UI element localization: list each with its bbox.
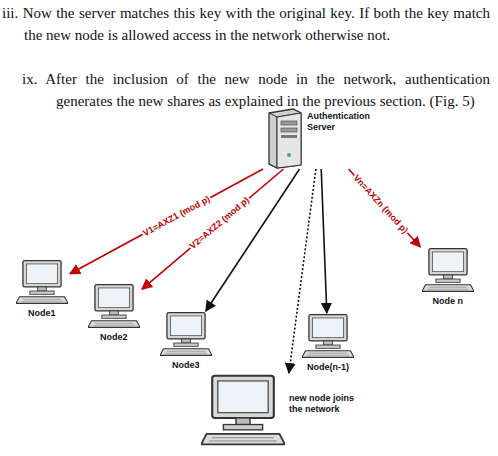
node-label: new node joins the network (289, 393, 367, 415)
node-label: Node n (433, 296, 464, 307)
edge-label: Vn=AXZn (mod p) (351, 172, 411, 236)
body-paragraph: iii. Now the server matches this key wit… (24, 2, 490, 46)
node-label: Node(n-1) (307, 362, 349, 373)
computer-node: Node2 (86, 283, 142, 343)
computer-icon (16, 259, 68, 305)
computer-node: Node n (420, 247, 476, 307)
computer-icon (302, 313, 354, 359)
computer-icon (201, 373, 285, 447)
computer-icon (88, 283, 140, 329)
server-icon (263, 107, 303, 169)
connector-line (70, 169, 263, 274)
connector-line (321, 169, 327, 313)
node-label: Node3 (172, 360, 200, 371)
computer-node: Node(n-1) (300, 313, 356, 373)
computer-node: Node3 (158, 311, 214, 371)
computer-node: new node joins the network (201, 373, 367, 447)
node-label: Authentication Server (307, 111, 377, 133)
computer-icon (160, 311, 212, 357)
server-node: Authentication Server (263, 107, 377, 169)
computer-node: Node1 (14, 259, 70, 319)
connector-line (289, 169, 316, 373)
connector-line (206, 169, 300, 311)
node-label: Node2 (100, 332, 128, 343)
computer-icon (422, 247, 474, 293)
connector-line (349, 169, 421, 247)
body-paragraph: ix. After the inclusion of the new node … (56, 68, 490, 112)
node-label: Node1 (28, 308, 56, 319)
connector-line (142, 169, 284, 289)
